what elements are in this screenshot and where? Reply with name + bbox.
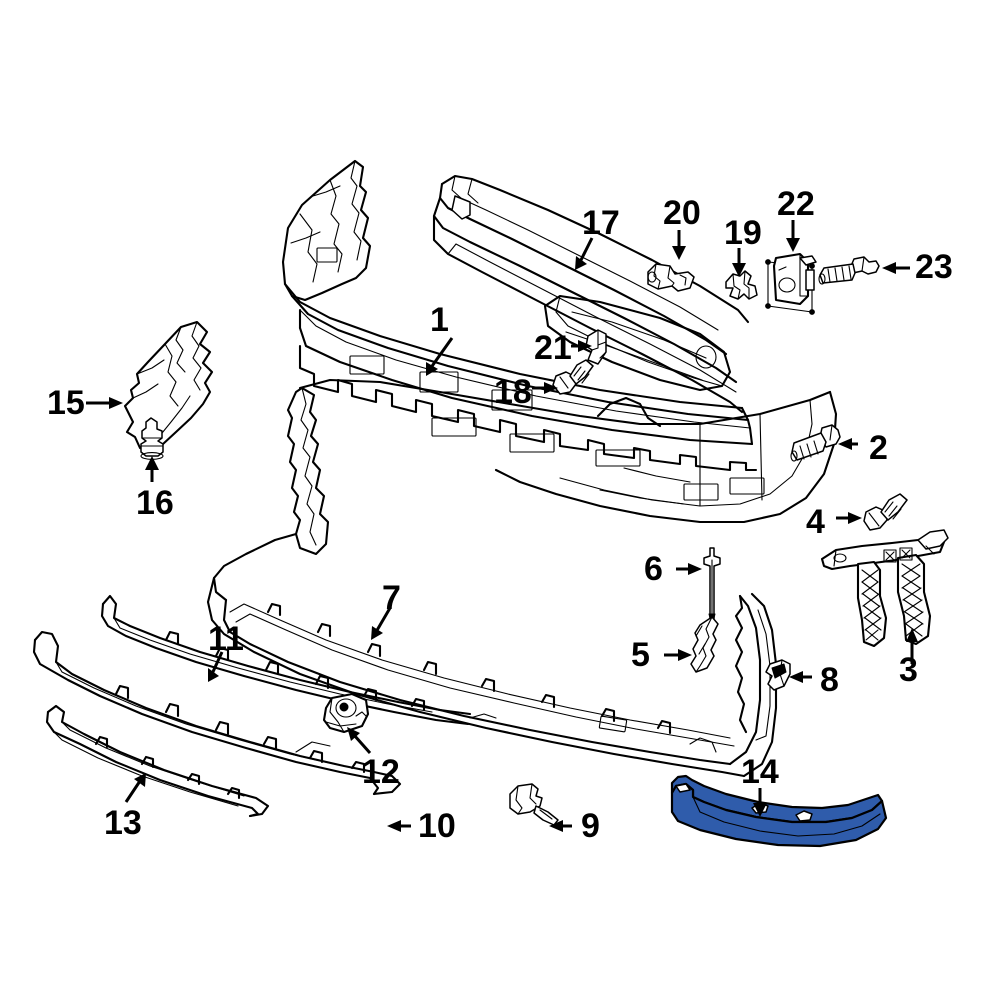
part-22-sensor-module: [765, 252, 817, 315]
callout-number-4: 4: [806, 503, 825, 541]
part-8-clip: [765, 659, 791, 691]
callout-number-17: 17: [582, 204, 620, 242]
part-13-lower-trim-molding: [45, 704, 270, 818]
part-2-bolt: [790, 424, 841, 462]
callout-number-7: 7: [382, 579, 401, 617]
part-4-screw: [863, 493, 908, 531]
part-19-clip-retainer: [725, 270, 758, 300]
callout-number-11: 11: [208, 620, 244, 658]
callout-number-18: 18: [494, 373, 532, 411]
callout-number-8: 8: [820, 661, 839, 699]
part-15-energy-absorber-bracket: [123, 320, 214, 454]
callout-number-19: 19: [724, 214, 762, 252]
callout-number-14: 14: [741, 753, 779, 791]
callout-number-10: 10: [418, 807, 456, 845]
part-21-clip: [585, 329, 607, 365]
part-12-front-camera: [322, 692, 370, 734]
callout-number-21: 21: [534, 329, 572, 367]
callout-number-20: 20: [663, 194, 701, 232]
part-9-bracket: [509, 783, 559, 826]
part-18-screw: [552, 359, 594, 395]
callout-leaders: [86, 220, 918, 832]
callout-number-2: 2: [869, 429, 888, 467]
callout-number-23: 23: [915, 248, 953, 286]
part-20-bracket-tab: [647, 263, 695, 292]
part-17-impact-bar: [432, 174, 750, 414]
callout-number-5: 5: [631, 636, 650, 674]
part-5-retainer-clip: [690, 616, 719, 673]
part-14-front-bumper-lower-valance-spoiler: [670, 774, 888, 848]
callout-number-22: 22: [777, 185, 815, 223]
part-11-upper-grille-molding: [100, 594, 472, 726]
callout-number-15: 15: [47, 384, 85, 422]
callout-number-16: 16: [136, 484, 174, 522]
part-6-pin-rivet: [703, 547, 721, 627]
callout-number-6: 6: [644, 550, 663, 588]
callout-number-13: 13: [104, 804, 142, 842]
callout-number-12: 12: [362, 753, 400, 791]
part-23-bolt: [818, 256, 880, 285]
callout-number-9: 9: [581, 807, 600, 845]
part-7-bumper-cover: [206, 386, 778, 778]
part-3-bumper-cover-bracket: [820, 529, 949, 648]
part-1-upper-fascia-body: [298, 378, 838, 524]
callout-number-1: 1: [430, 301, 449, 339]
callout-number-3: 3: [899, 651, 918, 689]
part-10-lower-molding: [32, 630, 402, 796]
